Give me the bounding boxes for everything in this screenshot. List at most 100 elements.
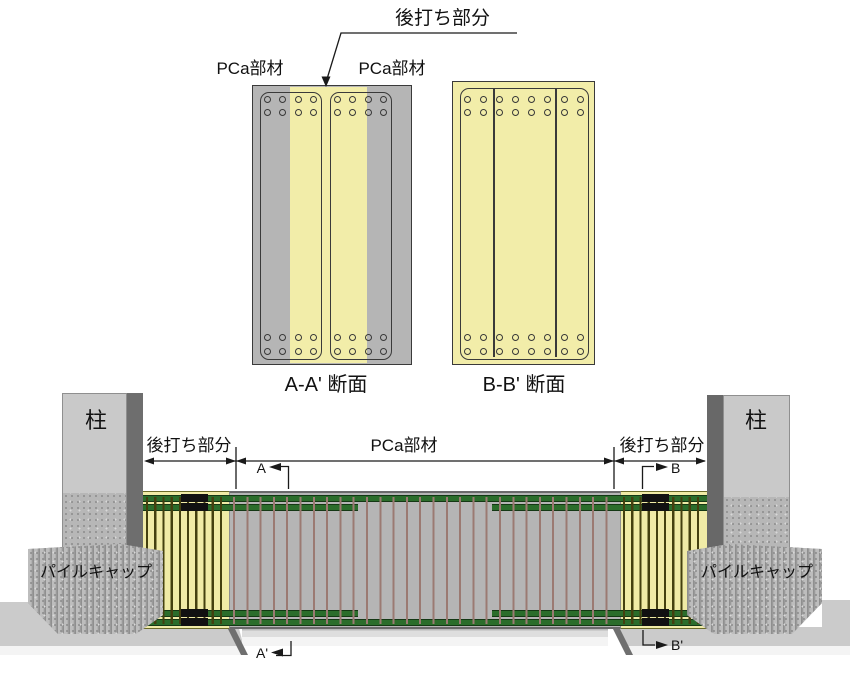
- dim-arrow-right-in: [614, 457, 624, 465]
- right-pilecap: [687, 544, 822, 634]
- section-bb-rebar-circle: [543, 333, 551, 341]
- coupler-left-top-2: [181, 503, 208, 511]
- section-marker-b-prime: B': [671, 637, 684, 653]
- section-bb-body: [452, 81, 595, 365]
- section-bb-rebar-circle: [495, 95, 503, 103]
- right-column-concrete-texture: [724, 497, 789, 552]
- section-bb-rebar-circle: [463, 347, 471, 355]
- section-aa-rebar-circle: [379, 347, 387, 355]
- section-bb-rebar-circle: [543, 95, 551, 103]
- dim-label-left: 後打ち部分: [146, 436, 232, 455]
- section-aa-rebar-circle: [263, 333, 271, 341]
- section-aa-rebar-circle: [333, 108, 341, 116]
- section-aa-rebar-circle: [278, 95, 286, 103]
- section-bb-rebar-circle: [479, 95, 487, 103]
- section-aa-joint-concrete: [290, 87, 367, 363]
- marker-b-arrow: [656, 463, 668, 471]
- section-aa-rebar-circle: [364, 333, 372, 341]
- section-aa-rebar-circle: [294, 95, 302, 103]
- pour-joint-top-label: 後打ち部分: [394, 8, 490, 29]
- section-bb-rebar-circle: [495, 333, 503, 341]
- section-bb-rebar-circle: [495, 347, 503, 355]
- section-bb-rebar-circle: [463, 95, 471, 103]
- left-pilecap-label: パイルキャップ: [39, 564, 152, 581]
- section-bb-rebar-circle: [527, 95, 535, 103]
- dim-arrow-center-left: [236, 457, 246, 465]
- section-bb-rebar-circle: [560, 95, 568, 103]
- section-bb-rebar-circle: [511, 108, 519, 116]
- marker-b-bracket: [641, 465, 654, 489]
- section-bb-rebar-circle: [560, 108, 568, 116]
- section-marker-a-prime: A': [255, 645, 268, 661]
- section-aa-rebar-circle: [379, 108, 387, 116]
- section-bb-rebar-circle: [479, 108, 487, 116]
- section-aa-rebar-circle: [348, 95, 356, 103]
- coupler-right-top-1: [642, 494, 669, 502]
- coupler-left-bottom-1: [181, 609, 208, 617]
- marker-b-prime-arrow: [656, 641, 668, 649]
- section-aa-rebar-circle: [348, 108, 356, 116]
- left-column-concrete-texture: [63, 493, 126, 552]
- section-bb-stirrup: [460, 88, 589, 360]
- dim-arrow-left-in: [226, 457, 236, 465]
- section-aa-rebar-circle: [333, 347, 341, 355]
- section-aa-stirrup-left: [260, 92, 322, 360]
- section-aa-rebar-circle: [364, 108, 372, 116]
- marker-a-arrow: [269, 463, 281, 471]
- pca-member-label-right: PCa部材: [358, 59, 426, 78]
- section-aa-rebar-circle: [263, 108, 271, 116]
- dim-arrow-center-right: [604, 457, 614, 465]
- stirrups-pca-member: [233, 497, 618, 624]
- dim-label-right: 後打ち部分: [619, 436, 705, 455]
- section-aa-rebar-circle: [294, 108, 302, 116]
- section-aa-rebar-circle: [379, 95, 387, 103]
- ground-pad-under-beam: [242, 629, 608, 646]
- section-aa-rebar-circle: [263, 347, 271, 355]
- leader-line-pour-joint: [326, 32, 517, 80]
- leader-arrowhead: [321, 76, 331, 87]
- section-bb-rebar-circle: [576, 347, 584, 355]
- right-column-label: 柱: [744, 408, 767, 433]
- right-column-side-face: [707, 395, 723, 553]
- left-column-side-face: [127, 393, 143, 553]
- section-bb-rebar-circle: [511, 95, 519, 103]
- section-bb-rebar-circle: [576, 333, 584, 341]
- section-bb-rebar-circle: [576, 108, 584, 116]
- section-bb-rebar-circle: [543, 347, 551, 355]
- left-column-label: 柱: [84, 408, 107, 433]
- section-aa-rebar-circle: [309, 95, 317, 103]
- section-bb-rebar-circle: [511, 347, 519, 355]
- section-aa-rebar-circle: [278, 347, 286, 355]
- section-bb-rebar-circle: [479, 347, 487, 355]
- section-aa-rebar-circle: [333, 95, 341, 103]
- section-aa-rebar-circle: [364, 347, 372, 355]
- section-bb-rebar-circle: [511, 333, 519, 341]
- section-bb-rebar-circle: [527, 333, 535, 341]
- dim-arrow-right-out: [696, 457, 706, 465]
- coupler-right-bottom-2: [642, 618, 669, 626]
- coupler-right-bottom-1: [642, 609, 669, 617]
- marker-a-prime-arrow: [271, 648, 283, 657]
- section-bb-caption: B-B' 断面: [482, 374, 566, 396]
- section-bb-rebar-circle: [527, 347, 535, 355]
- section-aa-rebar-circle: [333, 333, 341, 341]
- section-bb-rebar-circle: [479, 333, 487, 341]
- section-aa-rebar-circle: [348, 347, 356, 355]
- section-bb-rebar-circle: [463, 108, 471, 116]
- dim-label-center: PCa部材: [370, 436, 438, 455]
- pca-member-label-left: PCa部材: [216, 59, 284, 78]
- section-aa-rebar-circle: [309, 347, 317, 355]
- section-aa-rebar-circle: [364, 95, 372, 103]
- coupler-left-top-1: [181, 494, 208, 502]
- dim-arrow-left-out: [144, 457, 154, 465]
- section-bb-rebar-circle: [495, 108, 503, 116]
- section-marker-b: B: [671, 460, 681, 476]
- section-aa-caption: A-A' 断面: [284, 374, 368, 396]
- section-bb-rebar-circle: [560, 333, 568, 341]
- marker-b-prime-bracket: [642, 630, 655, 646]
- section-aa-rebar-circle: [379, 333, 387, 341]
- section-bb-rebar-circle: [560, 347, 568, 355]
- section-aa-rebar-circle: [278, 333, 286, 341]
